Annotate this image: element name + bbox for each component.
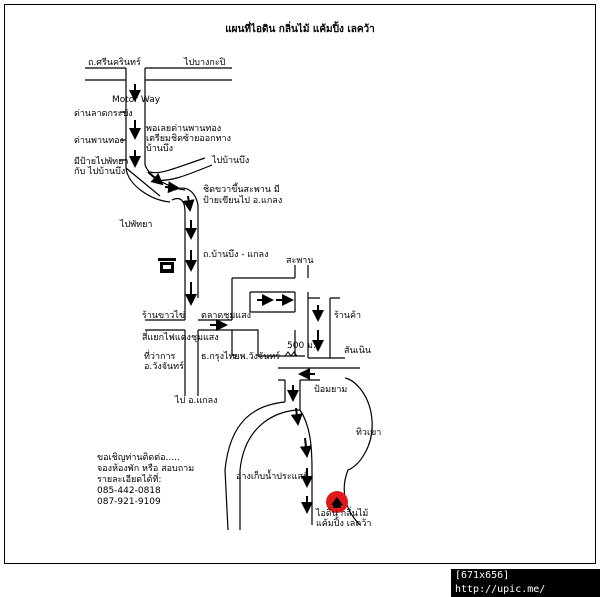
label-shop-right: ร้านค้า	[334, 311, 362, 321]
label-to-bangkapi: ไปบางกะปิ	[184, 58, 226, 68]
distance-marker	[284, 351, 298, 357]
road-block-2	[232, 277, 295, 356]
label-market: ตลาดชุมแสง	[201, 311, 251, 321]
road-sapan-right	[308, 297, 340, 358]
label-hospital: ร.พ.วังจันทร์	[232, 352, 281, 362]
label-district: อ.วังจันทร์	[144, 362, 184, 372]
label-office: ที่ว่าการ	[144, 352, 176, 362]
map-title: แผนที่ไอดิน กลิ่นไม้ แค้มปิ้ง เลคว้า	[225, 24, 375, 35]
label-to-banbueng: ไปบ้านบึง	[212, 156, 250, 166]
label-toll-phanthong: ด่านพานทอง	[74, 136, 124, 146]
road-sapan	[294, 265, 309, 358]
route-arrow-icon	[299, 437, 312, 458]
road-block	[231, 278, 295, 356]
label-sri-nakarin: ถ.ศรีนครินทร์	[88, 58, 141, 68]
label-bridge-2: ป้ายเขียนไป อ.แกลง	[203, 196, 283, 206]
label-sapan: สะพาน	[286, 256, 314, 266]
footer-watermark: [671x656] http://upic.me/	[451, 569, 600, 597]
label-sign-pattaya-2: กับ ไปบ้านบึง	[74, 167, 126, 177]
label-hill: ทิวเขา	[356, 428, 382, 438]
label-destination-1: ไอดิน กลิ่นไม้	[316, 509, 369, 519]
route-arrow-icon	[147, 171, 164, 186]
label-motorway: Motor Way	[112, 95, 161, 105]
hill-line	[343, 377, 373, 526]
route-arrow-icon	[182, 195, 195, 212]
road-south-v	[284, 380, 301, 410]
label-destination-2: แค้มปิ้ง เลคว้า	[316, 519, 372, 529]
contact-line-2: จองห้องพัก หรือ สอบถาม	[97, 464, 195, 474]
label-to-pattaya: ไปพัทยา	[120, 220, 153, 230]
contact-phone-2: 087-921-9109	[97, 497, 161, 507]
contact-line-3: รายละเอียดได้ที่:	[97, 475, 162, 485]
label-bridge-1: ชิดขวาขึ้นสะพาน มี	[203, 185, 280, 195]
contact-line-1: ขอเชิญท่านติดต่อ.....	[97, 453, 180, 463]
label-krung-thai: ธ.กรุงไทย	[201, 352, 240, 362]
road-south-h	[278, 367, 360, 381]
label-reach-phanthong-3: บ้านบึง	[146, 144, 174, 154]
label-guard: ป้อมยาม	[314, 385, 348, 395]
label-toll-latkrabang: ด่านลาดกระบัง	[74, 109, 133, 119]
contact-phone-1: 085-442-0818	[97, 486, 161, 496]
toll-booth-icon	[158, 258, 176, 273]
label-sign-pattaya-1: มีป้ายไปพัทยา	[74, 157, 129, 167]
label-reach-phanthong-2: เตรียมชิดซ้ายออกทาง	[146, 134, 231, 144]
label-sanneun: สันเนิน	[344, 346, 372, 356]
label-to-klaeng: ไป อ.แกลง	[175, 396, 218, 406]
label-road-banbueng-klaeng: ถ.บ้านบึง - แกลง	[203, 250, 269, 260]
label-shop-left: ร้านขาวไข่	[142, 311, 185, 321]
road-reservoir-inner	[299, 409, 313, 525]
road-to-pattaya	[125, 164, 186, 203]
route-arrow-icon	[164, 181, 180, 194]
contact-block: ขอเชิญท่านติดต่อ..... จองห้องพัก หรือ สอ…	[97, 453, 194, 508]
route-arrow-icon	[290, 407, 303, 426]
label-reservoir: อ่างเก็บน้ำประแสร์	[236, 472, 308, 482]
label-distance: 500 ม.	[287, 341, 316, 351]
road-to-banbueng	[149, 157, 213, 181]
label-reach-phanthong-1: พอเลยด่านพานทอง	[146, 124, 222, 134]
road-reservoir-outer	[224, 401, 286, 531]
label-light-chumsaeng: สี่แยกไฟแดงชุมแสง	[142, 333, 219, 343]
road-overpass	[171, 187, 199, 213]
destination-pin-icon	[326, 491, 348, 513]
map-frame	[4, 4, 596, 564]
road-reservoir-mid	[239, 409, 301, 530]
